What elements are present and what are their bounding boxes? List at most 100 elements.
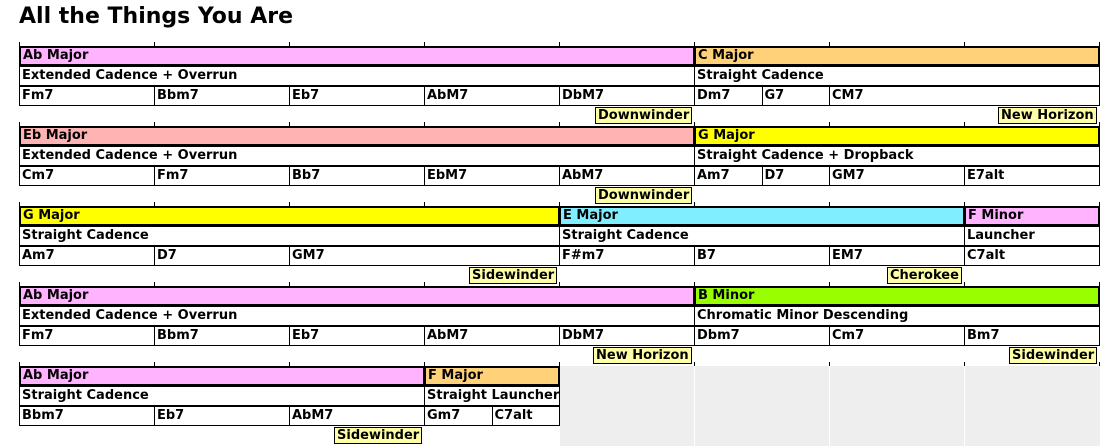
beat-tick [964,122,965,128]
cadence-label[interactable]: Straight Launcher [424,386,560,406]
beat-tick [289,122,290,128]
beat-tick [694,282,695,288]
chord-cell[interactable]: Bb7 [289,166,425,186]
beat-tick [694,202,695,208]
chord-cell[interactable]: EM7 [829,246,965,266]
chord-cell[interactable]: Bbm7 [19,406,155,426]
beat-tick [964,362,965,368]
cadence-label[interactable]: Straight Cadence [19,386,425,406]
chord-cell[interactable]: E7alt [964,166,1100,186]
chord-cell[interactable]: GM7 [829,166,965,186]
beat-tick [289,202,290,208]
chord-cell[interactable]: Fm7 [19,86,155,106]
cadence-label[interactable]: Launcher [964,226,1100,246]
beat-tick [1099,122,1100,128]
chord-cell[interactable]: CM7 [829,86,1100,106]
beat-tick [964,282,965,288]
beat-tick [1099,202,1100,208]
substitution-tag[interactable]: New Horizon [593,347,692,364]
beat-tick [19,122,20,128]
substitution-tag[interactable]: Downwinder [595,107,693,124]
beat-tick [289,362,290,368]
substitution-tag[interactable]: Sidewinder [334,427,423,444]
cadence-label[interactable]: Extended Cadence + Overrun [19,146,695,166]
chord-cell[interactable]: Cm7 [829,326,965,346]
key-region[interactable]: Ab Major [19,46,695,66]
cadence-label[interactable]: Chromatic Minor Descending [694,306,1100,326]
key-region[interactable]: F Minor [964,206,1100,226]
chord-cell[interactable]: D7 [154,246,290,266]
cadence-label[interactable]: Straight Cadence + Dropback [694,146,1100,166]
substitution-tag[interactable]: Cherokee [887,267,962,284]
chord-cell[interactable]: Eb7 [154,406,290,426]
key-region[interactable]: E Major [559,206,965,226]
chord-cell[interactable]: Dbm7 [694,326,830,346]
chord-cell[interactable]: Bm7 [964,326,1100,346]
chord-cell[interactable]: EbM7 [424,166,560,186]
beat-tick [154,42,155,48]
key-region[interactable]: Eb Major [19,126,695,146]
chord-cell[interactable]: DbM7 [559,86,695,106]
key-region[interactable]: Ab Major [19,286,695,306]
beat-tick [424,282,425,288]
key-region[interactable]: Ab Major [19,366,425,386]
empty-divider [964,366,965,446]
chord-cell[interactable]: AbM7 [424,86,560,106]
chord-cell[interactable]: D7 [761,166,830,186]
beat-tick [154,122,155,128]
key-region[interactable]: B Minor [694,286,1100,306]
page-title: All the Things You Are [19,4,294,29]
chord-cell[interactable]: Eb7 [289,86,425,106]
beat-tick [559,42,560,48]
beat-tick [154,282,155,288]
beat-tick [829,362,830,368]
chord-cell[interactable]: Fm7 [154,166,290,186]
key-region[interactable]: C Major [694,46,1100,66]
chord-cell[interactable]: GM7 [289,246,560,266]
beat-tick [154,202,155,208]
key-region[interactable]: G Major [19,206,560,226]
beat-tick [424,202,425,208]
chord-cell[interactable]: Fm7 [19,326,155,346]
key-region[interactable]: F Major [424,366,560,386]
cadence-label[interactable]: Extended Cadence + Overrun [19,306,695,326]
substitution-tag[interactable]: Downwinder [595,187,693,204]
chord-cell[interactable]: C7alt [491,406,560,426]
beat-tick [829,122,830,128]
key-region[interactable]: G Major [694,126,1100,146]
chord-cell[interactable]: F#m7 [559,246,695,266]
substitution-tag[interactable]: Sidewinder [1009,347,1098,364]
empty-divider [829,366,830,446]
beat-tick [1099,42,1100,48]
chord-cell[interactable]: Cm7 [19,166,155,186]
beat-tick [559,202,560,208]
chord-cell[interactable]: G7 [761,86,830,106]
chord-cell[interactable]: Gm7 [424,406,493,426]
chord-cell[interactable]: AbM7 [559,166,695,186]
chord-cell[interactable]: Eb7 [289,326,425,346]
chord-cell[interactable]: AbM7 [424,326,560,346]
beat-tick [424,42,425,48]
chord-cell[interactable]: B7 [694,246,830,266]
beat-tick [829,42,830,48]
cadence-label[interactable]: Extended Cadence + Overrun [19,66,695,86]
chord-cell[interactable]: Dm7 [694,86,763,106]
chord-cell[interactable]: Bbm7 [154,326,290,346]
chord-cell[interactable]: DbM7 [559,326,695,346]
chord-cell[interactable]: C7alt [964,246,1100,266]
chord-cell[interactable]: Am7 [19,246,155,266]
cadence-label[interactable]: Straight Cadence [559,226,965,246]
substitution-tag[interactable]: New Horizon [998,107,1097,124]
empty-area [560,366,1100,446]
chord-cell[interactable]: Am7 [694,166,763,186]
chord-cell[interactable]: AbM7 [289,406,425,426]
empty-divider [694,366,695,446]
beat-tick [19,282,20,288]
cadence-label[interactable]: Straight Cadence [19,226,560,246]
cadence-label[interactable]: Straight Cadence [694,66,1100,86]
beat-tick [19,42,20,48]
substitution-tag[interactable]: Sidewinder [469,267,558,284]
beat-tick [289,42,290,48]
chord-cell[interactable]: Bbm7 [154,86,290,106]
beat-tick [424,122,425,128]
